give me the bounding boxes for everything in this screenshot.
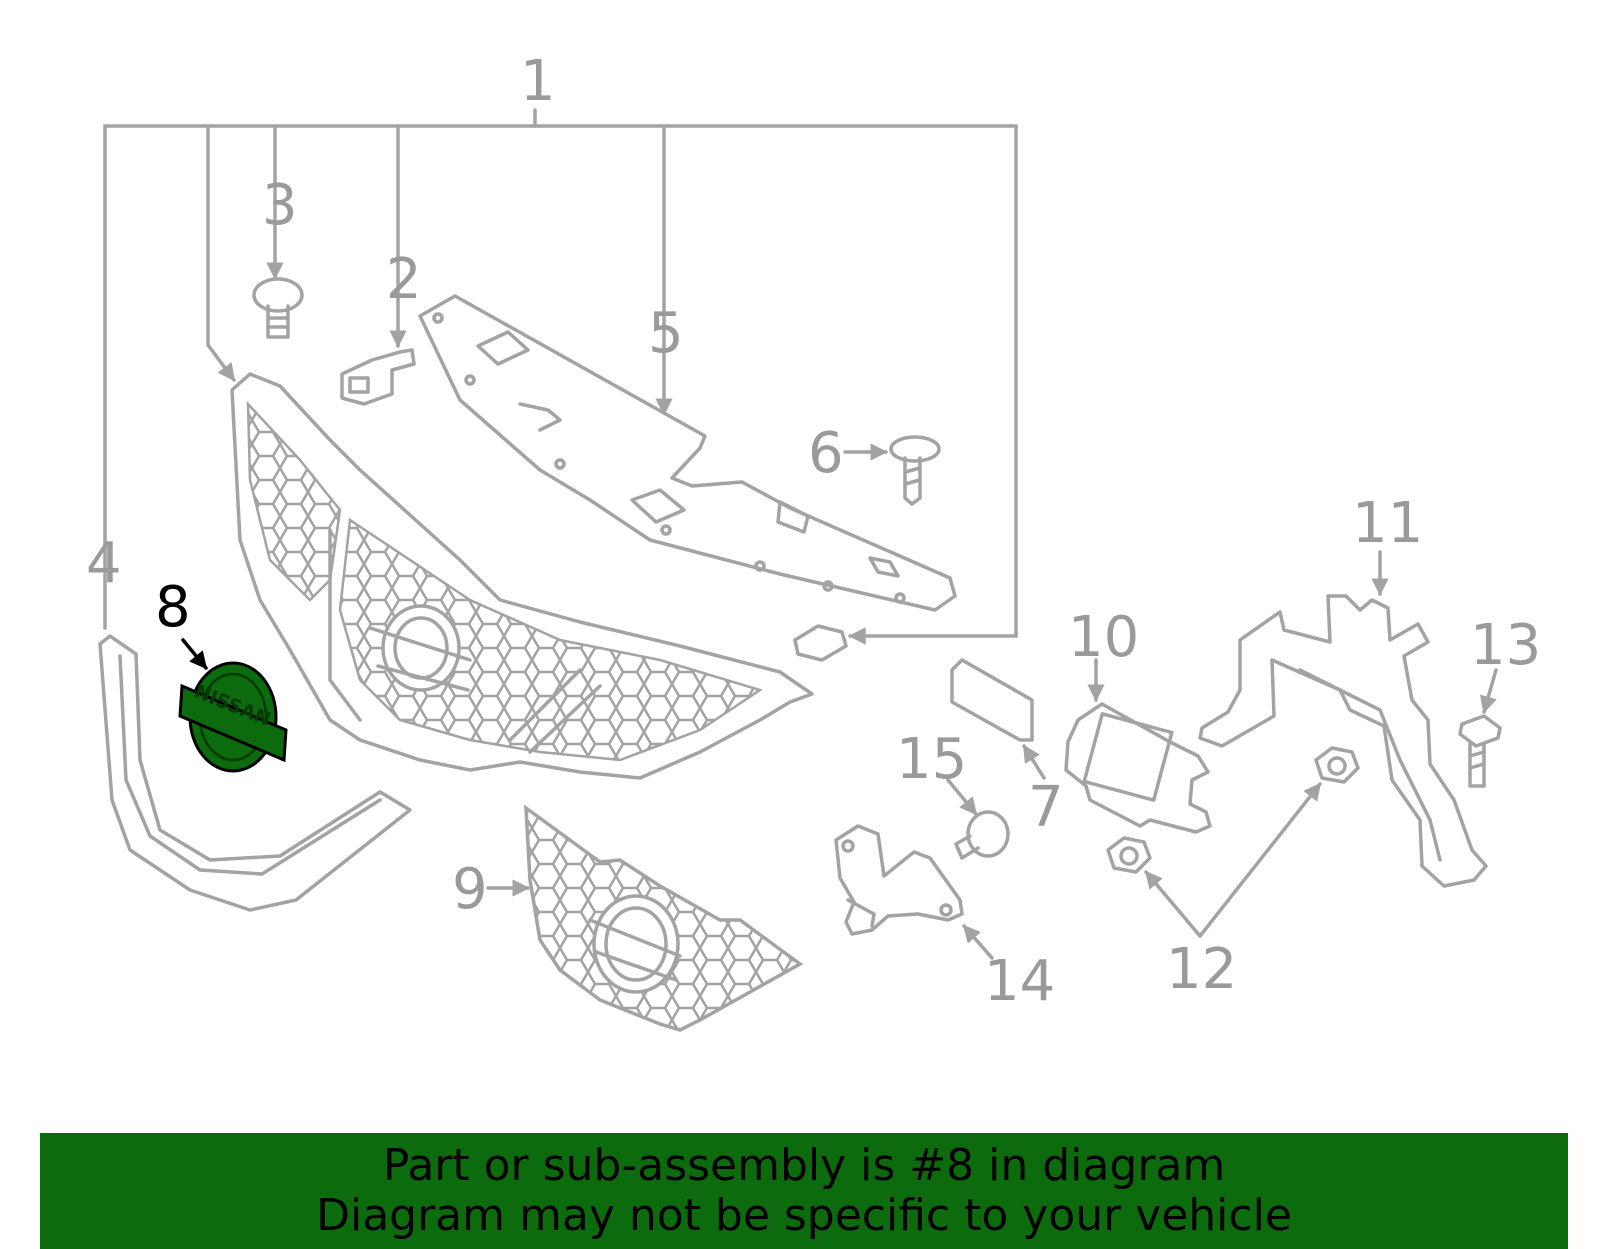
callout-10: 10	[1068, 605, 1139, 670]
callout-2: 2	[386, 247, 422, 312]
callout-5: 5	[648, 301, 684, 366]
callout-12: 12	[1166, 937, 1237, 1002]
callout-4: 4	[86, 531, 122, 596]
part-1-grille-assembly	[230, 372, 814, 780]
callout-labels: 1 2 3 4 5 6 7 8 9 10 11 12 13 14 15	[86, 49, 1541, 1014]
part-2-bracket	[340, 348, 416, 406]
part-9-lower-grille	[486, 804, 804, 1032]
callout-6: 6	[808, 421, 844, 486]
part-10-sensor	[1064, 658, 1212, 834]
part-11-bracket	[1198, 550, 1488, 888]
callout-7: 7	[1028, 775, 1064, 840]
callout-8: 8	[155, 575, 191, 640]
info-banner: Part or sub-assembly is #8 in diagram Di…	[40, 1133, 1568, 1249]
callout-9: 9	[452, 857, 488, 922]
part-6-screw	[843, 435, 941, 506]
part-4-molding-strip	[98, 634, 412, 912]
callout-1: 1	[520, 49, 556, 114]
part-7-pad	[950, 658, 1046, 780]
part-13-bolt	[1458, 668, 1502, 788]
part-14-camera-bracket	[834, 824, 994, 960]
part-1-clip	[793, 624, 848, 662]
callout-14: 14	[984, 949, 1055, 1014]
callout-13: 13	[1470, 613, 1541, 678]
part-15-clip	[946, 778, 1010, 860]
banner-line-1: Part or sub-assembly is #8 in diagram	[382, 1140, 1226, 1191]
callout-15: 15	[896, 727, 967, 792]
part-8-emblem: NISSAN	[178, 638, 288, 773]
part-5-upper-cover	[418, 294, 957, 612]
banner-line-2: Diagram may not be specific to your vehi…	[316, 1190, 1292, 1241]
callout-3: 3	[262, 173, 298, 238]
part-3-clip	[252, 277, 304, 339]
callout-11: 11	[1352, 491, 1423, 556]
parts-diagram: NISSAN	[86, 49, 1541, 1032]
part-12-nuts	[1106, 746, 1360, 938]
assembly-bracket-lines	[103, 108, 1018, 645]
